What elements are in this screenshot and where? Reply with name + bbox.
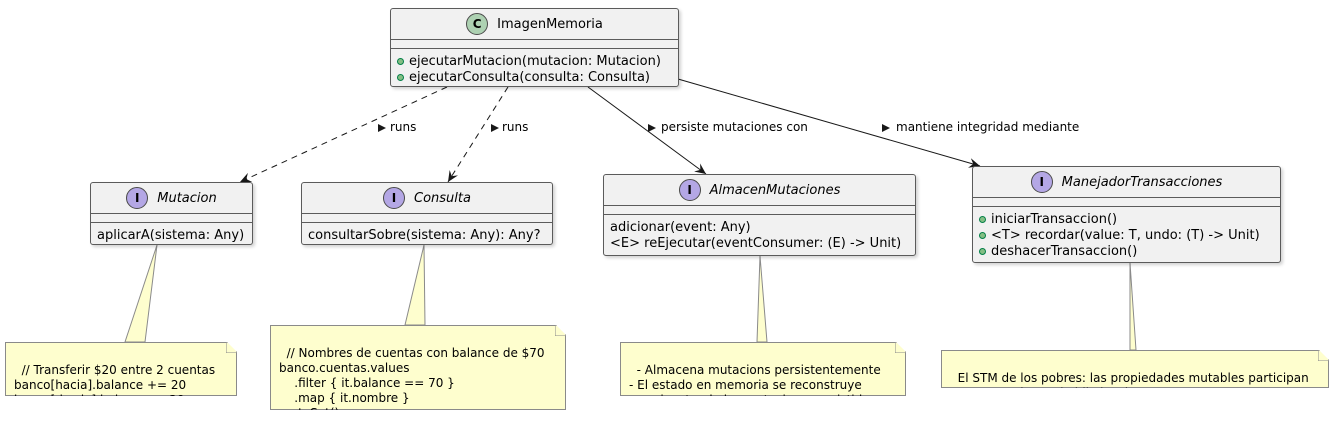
relation-label-runs-consulta: runs <box>502 120 529 134</box>
method-label: ejecutarConsulta(consulta: Consulta) <box>409 69 651 85</box>
class-imagen-memoria[interactable]: C ImagenMemoria ejecutarMutacion(mutacio… <box>390 8 679 87</box>
relation-label-mantiene: mantiene integridad mediante <box>896 120 1080 134</box>
note-consulta: // Nombres de cuentas con balance de $70… <box>270 325 566 410</box>
method-row: ejecutarMutacion(mutacion: Mutacion) <box>397 53 672 69</box>
methods-compartment: aplicarA(sistema: Any) <box>91 223 252 247</box>
note-fold-icon <box>226 342 237 353</box>
method-row: adicionar(event: Any) <box>610 219 909 235</box>
runs-consulta-direction-icon <box>491 124 499 132</box>
interface-manejador-transacciones[interactable]: I ManejadorTransacciones iniciarTransacc… <box>972 166 1281 263</box>
fields-compartment <box>391 40 678 49</box>
fields-compartment <box>91 214 252 223</box>
public-method-icon <box>397 73 404 81</box>
note-fold-icon <box>555 325 566 336</box>
fields-compartment <box>302 214 552 223</box>
note-almacen-connector <box>756 255 768 343</box>
method-row: consultarSobre(sistema: Any): Any? <box>308 227 546 243</box>
method-label: deshacerTransaccion() <box>991 243 1138 259</box>
interface-badge-icon: I <box>678 179 701 201</box>
note-fold-icon <box>895 342 906 353</box>
class-header: C ImagenMemoria <box>391 9 678 40</box>
interface-name: Mutacion <box>157 190 217 206</box>
methods-compartment: iniciarTransaccion() <T> recordar(value:… <box>973 207 1280 263</box>
note-consulta-connector <box>404 244 426 326</box>
interface-almacen-mutaciones[interactable]: I AlmacenMutaciones adicionar(event: Any… <box>603 174 916 256</box>
methods-compartment: consultarSobre(sistema: Any): Any? <box>302 223 552 247</box>
method-label: iniciarTransaccion() <box>991 211 1118 227</box>
persiste-direction-icon <box>648 124 656 132</box>
public-method-icon <box>979 247 986 255</box>
class-name: ImagenMemoria <box>497 16 603 32</box>
method-label: aplicarA(sistema: Any) <box>97 227 245 243</box>
public-method-icon <box>979 215 986 223</box>
note-text: // Nombres de cuentas con balance de $70… <box>279 346 545 420</box>
interface-header: I AlmacenMutaciones <box>604 175 915 206</box>
interface-header: I ManejadorTransacciones <box>973 167 1280 198</box>
runs-consulta-arrow <box>447 86 509 183</box>
note-manejador-connector <box>1129 262 1137 351</box>
method-row: ejecutarConsulta(consulta: Consulta) <box>397 69 672 85</box>
interface-name: AlmacenMutaciones <box>709 182 841 198</box>
note-mutacion: // Transferir $20 entre 2 cuentas banco[… <box>5 342 237 396</box>
method-row: deshacerTransaccion() <box>979 243 1274 259</box>
interface-header: I Mutacion <box>91 183 252 214</box>
mantiene-direction-icon <box>882 124 890 132</box>
method-label: adicionar(event: Any) <box>610 219 751 235</box>
method-label: ejecutarMutacion(mutacion: Mutacion) <box>409 53 661 69</box>
interface-name: Consulta <box>414 190 471 206</box>
fields-compartment <box>973 198 1280 207</box>
note-manejador: El STM de los pobres: las propiedades mu… <box>941 350 1329 388</box>
note-fold-icon <box>1318 350 1329 361</box>
interface-header: I Consulta <box>302 183 552 214</box>
methods-compartment: ejecutarMutacion(mutacion: Mutacion) eje… <box>391 49 678 89</box>
relation-label-runs-mutacion: runs <box>390 120 417 134</box>
relation-label-persiste: persiste mutaciones con <box>661 120 808 134</box>
method-label: <T> recordar(value: T, undo: (T) -> Unit… <box>991 227 1260 243</box>
public-method-icon <box>979 231 986 239</box>
note-almacen: - Almacena mutacions persistentemente - … <box>620 342 906 396</box>
method-label: consultarSobre(sistema: Any): Any? <box>308 227 541 243</box>
interface-badge-icon: I <box>126 187 149 209</box>
method-row: <E> reEjecutar(eventConsumer: (E) -> Uni… <box>610 235 909 251</box>
method-row: aplicarA(sistema: Any) <box>97 227 246 243</box>
class-badge-icon: C <box>466 13 489 35</box>
interface-mutacion[interactable]: I Mutacion aplicarA(sistema: Any) <box>90 182 253 245</box>
note-mutacion-connector <box>124 244 158 343</box>
runs-mutacion-arrow <box>239 86 448 183</box>
interface-badge-icon: I <box>383 187 406 209</box>
method-row: <T> recordar(value: T, undo: (T) -> Unit… <box>979 227 1274 243</box>
persiste-arrow <box>587 86 707 175</box>
runs-mutacion-direction-icon <box>378 124 386 132</box>
public-method-icon <box>397 57 404 65</box>
methods-compartment: adicionar(event: Any) <E> reEjecutar(eve… <box>604 215 915 255</box>
method-row: iniciarTransaccion() <box>979 211 1274 227</box>
interface-consulta[interactable]: I Consulta consultarSobre(sistema: Any):… <box>301 182 553 245</box>
method-label: <E> reEjecutar(eventConsumer: (E) -> Uni… <box>610 235 902 251</box>
fields-compartment <box>604 206 915 215</box>
interface-name: ManejadorTransacciones <box>1061 174 1223 190</box>
interface-badge-icon: I <box>1030 171 1053 193</box>
mantiene-arrow <box>677 78 981 168</box>
